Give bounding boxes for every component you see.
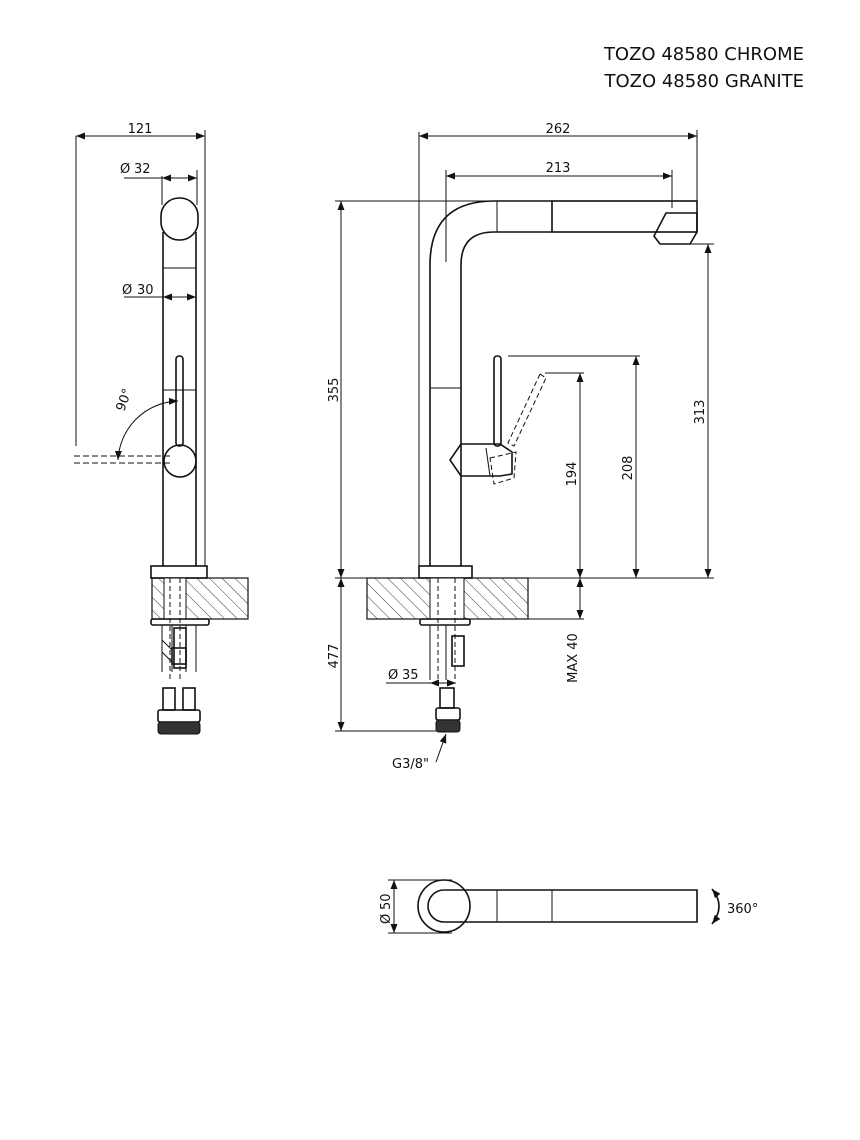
front-height-label: 355	[327, 378, 342, 403]
top-dia-symbol: Ø	[379, 914, 394, 924]
front-dia-base-label: 35	[402, 668, 419, 683]
side-dia-top-symbol: Ø	[120, 162, 130, 177]
title-line-2: TOZO 48580 GRANITE	[604, 71, 804, 92]
side-dia-body-symbol: Ø	[122, 283, 132, 298]
side-dia-top-label: 32	[134, 162, 151, 177]
front-max-thickness-label: MAX 40	[566, 633, 581, 683]
front-view: 262 213 355 313 208 194 MAX 40 477	[327, 122, 714, 772]
top-view: Ø 50 360°	[379, 879, 758, 934]
front-lever-low-label: 194	[565, 462, 580, 487]
side-angle-label: 90°	[114, 387, 136, 414]
front-lever-high-label: 208	[621, 456, 636, 481]
front-total-width-label: 262	[546, 122, 571, 137]
front-dia-base-symbol: Ø	[388, 668, 398, 683]
front-thread-label: G3/8"	[392, 757, 429, 772]
side-dia-body-label: 30	[137, 283, 154, 298]
title-line-1: TOZO 48580 CHROME	[603, 44, 804, 65]
top-dia-label: 50	[379, 893, 394, 910]
front-below-height-label: 477	[327, 644, 342, 669]
side-view: 121 Ø 32 Ø 30 90°	[74, 122, 249, 735]
side-width-label: 121	[128, 122, 153, 137]
front-spout-height-label: 313	[693, 400, 708, 425]
front-spout-reach-label: 213	[546, 161, 571, 176]
top-rotation-label: 360°	[727, 902, 758, 917]
